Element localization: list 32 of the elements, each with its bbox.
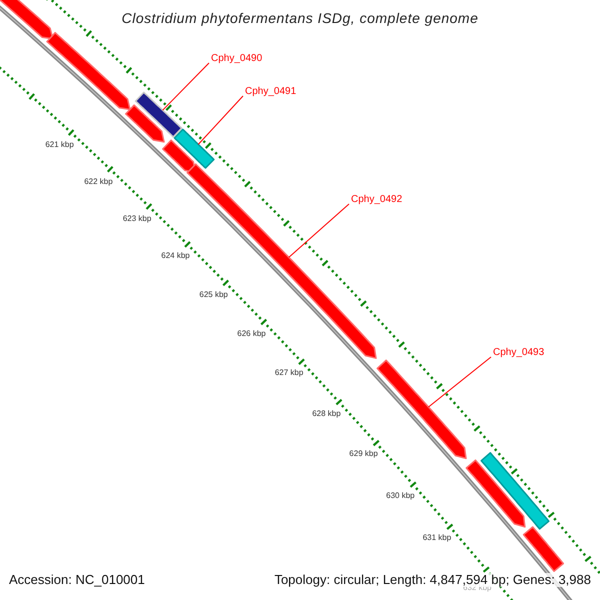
leader-line (288, 204, 350, 258)
position-label: 624 kbp (161, 251, 190, 262)
gene-feature (46, 32, 131, 110)
position-label: 627 kbp (274, 368, 304, 378)
position-label: 631 kbp (422, 532, 452, 543)
accession-text: Accession: NC_010001 (9, 573, 145, 587)
gene-feature (376, 360, 467, 460)
gene-feature (522, 526, 564, 572)
position-label: 628 kbp (312, 408, 341, 419)
position-label: 625 kbp (199, 290, 228, 300)
leader-line (162, 62, 210, 111)
gene-bar (174, 128, 215, 169)
gene-bar (480, 452, 550, 530)
gene-feature (466, 459, 526, 528)
gene-label: Cphy_0490 (211, 53, 262, 65)
position-label: 621 kbp (45, 140, 74, 150)
genome-summary-text: Topology: circular; Length: 4,847,594 bp; Genes: 3,988 (274, 573, 591, 587)
position-label: 629 kbp (349, 449, 378, 460)
gene-feature (162, 140, 196, 174)
position-label: 622 kbp (84, 176, 113, 187)
leader-line (198, 96, 244, 145)
leader-line (428, 356, 492, 408)
gene-label: Cphy_0493 (493, 347, 544, 359)
gene-label: Cphy_0492 (351, 194, 402, 206)
position-label: 630 kbp (386, 490, 415, 501)
gene-label: Cphy_0491 (245, 86, 296, 98)
gene-feature (0, 0, 54, 40)
position-label: 623 kbp (122, 214, 152, 224)
gene-bar (134, 92, 182, 138)
map-title: Clostridium phytofermentans ISDg, complete genome (120, 9, 480, 28)
position-label: 626 kbp (237, 328, 266, 339)
gene-feature (125, 104, 165, 143)
